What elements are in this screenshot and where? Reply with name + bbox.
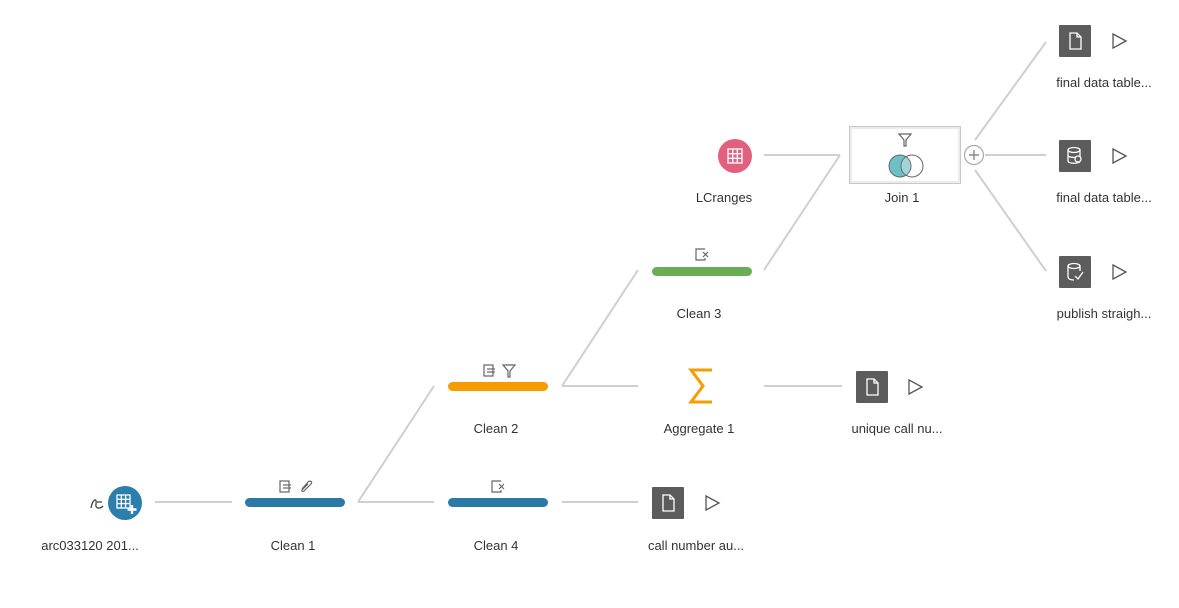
output-publish-node[interactable]: [1059, 256, 1091, 288]
database-check-icon: [1067, 262, 1084, 281]
run-flow-play-icon[interactable]: [1110, 32, 1128, 50]
aggregate-sigma-icon[interactable]: [688, 367, 716, 405]
output-unique-call-label: unique call nu...: [851, 421, 943, 436]
run-flow-play-icon[interactable]: [1110, 263, 1128, 281]
connector-join-output1: [974, 41, 1047, 141]
remove-field-icon: [491, 480, 505, 493]
clean3-label: Clean 3: [676, 306, 722, 321]
clean1-step-icons: [279, 480, 313, 493]
calc-field-icon: [279, 480, 291, 493]
output-final-table-1-label: final data table...: [1056, 75, 1152, 90]
file-icon: [866, 378, 879, 396]
clean4-label: Clean 4: [473, 538, 519, 553]
clean1-step[interactable]: [245, 498, 345, 507]
clean2-step[interactable]: [448, 382, 548, 391]
file-icon: [662, 494, 675, 512]
lcranges-table-icon[interactable]: [718, 139, 752, 173]
output-call-number-label: call number au...: [647, 538, 745, 553]
output-file-node[interactable]: [652, 487, 684, 519]
clean2-label: Clean 2: [473, 421, 519, 436]
file-icon: [1069, 32, 1082, 50]
join1-label: Join 1: [884, 190, 920, 205]
run-flow-play-icon[interactable]: [906, 378, 924, 396]
field-type-icon: [90, 499, 104, 509]
connector-clean3-join: [763, 154, 841, 271]
paperclip-icon: [301, 480, 313, 493]
input-node[interactable]: [80, 486, 150, 520]
filter-icon: [501, 364, 517, 378]
output-database-node[interactable]: [1059, 140, 1091, 172]
calc-field-icon: [483, 364, 495, 377]
output-file-node[interactable]: [1059, 25, 1091, 57]
filter-icon: [898, 133, 912, 147]
clean4-step[interactable]: [448, 498, 548, 507]
output-final-table-2-label: final data table...: [1056, 190, 1152, 205]
output-publish-label: publish straigh...: [1056, 306, 1152, 321]
connector-clean2-clean3: [561, 269, 639, 387]
connector-clean1-clean2: [357, 385, 435, 503]
clean3-step[interactable]: [652, 267, 752, 276]
output-file-node[interactable]: [856, 371, 888, 403]
clean1-label: Clean 1: [270, 538, 316, 553]
add-step-plus-icon[interactable]: [963, 144, 985, 166]
remove-field-icon: [695, 248, 709, 261]
join1-step[interactable]: [849, 126, 961, 184]
inner-join-icon: [888, 154, 924, 178]
input-label: arc033120 201...: [41, 538, 139, 553]
run-flow-play-icon[interactable]: [703, 494, 721, 512]
connector-join-output3: [974, 169, 1047, 272]
aggregate1-label: Aggregate 1: [663, 421, 735, 436]
input-table-icon: [108, 486, 142, 520]
lcranges-label: LCranges: [695, 190, 753, 205]
run-flow-play-icon[interactable]: [1110, 147, 1128, 165]
database-icon: [1067, 146, 1082, 164]
clean2-step-icons: [483, 364, 517, 378]
